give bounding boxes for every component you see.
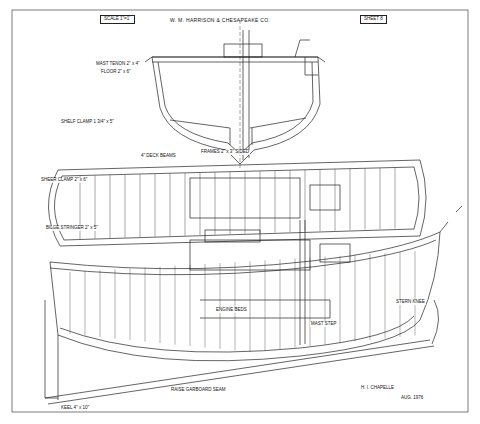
midship-section bbox=[145, 20, 325, 170]
title-box: SCALE 1"=1' bbox=[100, 15, 135, 24]
callout-note: FLOOR 2" x 6" bbox=[100, 70, 132, 75]
callout-note: SHELF CLAMP 1 3/4" x 5" bbox=[60, 120, 115, 125]
callout-note: MAST STEP bbox=[310, 322, 337, 327]
callout-note: FRAMES 2" x 3" SIDED bbox=[200, 150, 250, 155]
callout-note: MAST TENON 2" x 4" bbox=[95, 62, 141, 67]
sheet-title: W. M. HARRISON & CHESAPEAKE CO. bbox=[170, 17, 270, 23]
callout-note: STERN KNEE bbox=[395, 300, 426, 305]
callout-note: AUG. 1976 bbox=[400, 396, 424, 401]
box-text: SCALE 1"=1' bbox=[104, 17, 131, 22]
callout-note: ENGINE BEDS bbox=[215, 308, 248, 313]
box-text: SHEET 8 bbox=[364, 17, 383, 22]
hull-profile bbox=[45, 206, 462, 404]
callout-note: SHEER CLAMP 2" x 6" bbox=[40, 178, 88, 183]
deck-plan bbox=[48, 160, 426, 246]
callout-note: RAISE GARBOARD SEAM bbox=[170, 388, 227, 393]
callout-note: BILGE STRINGER 2" x 5" bbox=[45, 226, 99, 231]
sheet-border bbox=[12, 10, 468, 412]
title-box: SHEET 8 bbox=[360, 15, 387, 24]
callout-note: H. I. CHAPELLE bbox=[360, 386, 395, 391]
callout-note: 4" DECK BEAMS bbox=[140, 154, 177, 159]
callout-note: KEEL 4" x 10" bbox=[60, 406, 90, 411]
